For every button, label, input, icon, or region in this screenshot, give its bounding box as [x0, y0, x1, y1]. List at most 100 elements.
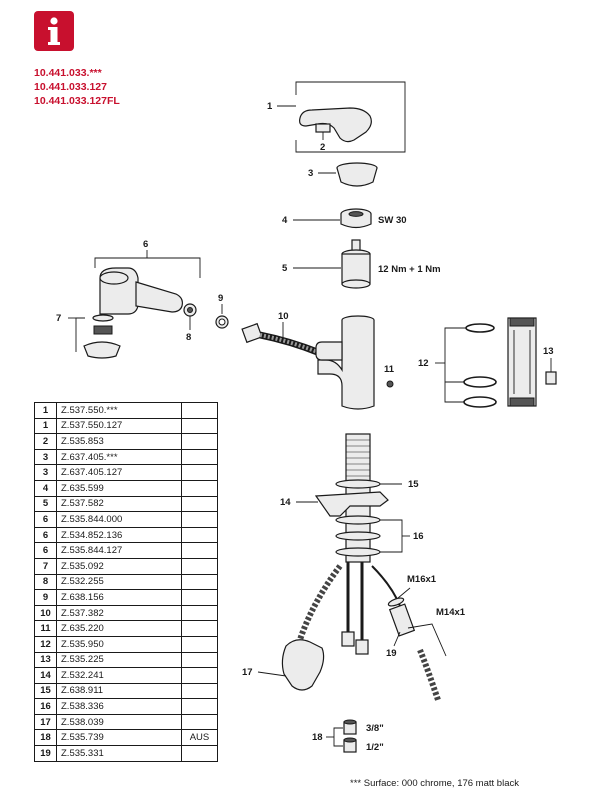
part-note-cell	[181, 635, 218, 653]
part-note-cell	[181, 620, 218, 637]
callout-17: 17	[242, 667, 253, 678]
spec-sw: SW 30	[378, 215, 407, 226]
part-note-cell	[181, 557, 218, 575]
part-num-cell: 11	[34, 620, 57, 637]
hose-weight	[281, 639, 325, 691]
o-ring-8	[183, 303, 197, 317]
part-note-cell	[181, 526, 218, 544]
part-num-cell: 9	[34, 589, 57, 606]
part-code-cell: Z.535.853	[56, 433, 182, 450]
part-code-cell: Z.532.241	[56, 667, 182, 684]
part-code-cell: Z.637.405.***	[56, 448, 182, 466]
part-num-cell: 1	[34, 402, 57, 419]
part-code-cell: Z.535.225	[56, 651, 182, 669]
info-icon	[34, 11, 74, 51]
callout-18: 18	[312, 732, 323, 743]
spec-m14: M14x1	[436, 607, 466, 618]
product-codes: 10.441.033.*** 10.441.033.127 10.441.033…	[34, 66, 120, 108]
part-note-cell	[181, 745, 218, 762]
callout-14: 14	[280, 497, 291, 508]
mounting-bracket	[314, 491, 389, 517]
callout-15: 15	[408, 479, 419, 490]
part-code-cell: Z.537.550.***	[56, 402, 182, 419]
callout-6: 6	[143, 239, 148, 250]
spec-three-eighths: 3/8"	[366, 723, 384, 734]
part-code-cell: Z.535.331	[56, 745, 182, 762]
part-num-cell: 3	[34, 464, 57, 481]
part-note-cell	[181, 448, 218, 466]
callout-11: 11	[384, 364, 395, 375]
part-note-cell	[181, 682, 218, 700]
gasket-15	[335, 479, 381, 489]
part-note-cell	[181, 402, 218, 419]
callout-16: 16	[413, 531, 424, 542]
part-num-cell: 3	[34, 448, 57, 466]
callout-1: 1	[267, 101, 273, 112]
part-code-cell: Z.537.550.127	[56, 417, 182, 435]
part-num-cell: 15	[34, 682, 57, 700]
part-code-cell: Z.535.950	[56, 635, 182, 653]
callout-8: 8	[186, 332, 191, 343]
part-code-cell: Z.637.405.127	[56, 464, 182, 481]
part-num-cell: 14	[34, 667, 57, 684]
surface-footnote: *** Surface: 000 chrome, 176 matt black	[350, 778, 519, 789]
part-note-cell	[181, 479, 218, 497]
part-code-cell: Z.635.599	[56, 479, 182, 497]
part-num-cell: 6	[34, 542, 57, 559]
shank-assembly	[507, 317, 537, 407]
washers-16	[335, 515, 381, 557]
callout-10: 10	[278, 311, 289, 322]
part-num-cell: 12	[34, 635, 57, 653]
part-num-cell: 18	[34, 729, 57, 747]
adapters-18	[343, 719, 357, 753]
o-rings-12	[463, 323, 497, 408]
product-code: 10.441.033.***	[34, 67, 102, 79]
grub-screw	[386, 380, 394, 388]
part-note-cell	[181, 573, 218, 591]
part-num-cell: 8	[34, 573, 57, 591]
callout-12: 12	[418, 358, 429, 369]
cartridge	[341, 239, 371, 289]
part-note-cell: AUS	[181, 729, 218, 747]
part-num-cell: 6	[34, 511, 57, 528]
part-num-cell: 6	[34, 526, 57, 544]
spray-head	[99, 267, 183, 315]
part-num-cell: 2	[34, 433, 57, 450]
part-note-cell	[181, 589, 218, 606]
aerator-set	[83, 314, 121, 359]
clip-13	[545, 371, 557, 385]
part-note-cell	[181, 417, 218, 435]
spec-m16: M16x1	[407, 574, 437, 585]
callout-5: 5	[282, 263, 288, 274]
part-num-cell: 13	[34, 651, 57, 669]
part-code-cell: Z.532.255	[56, 573, 182, 591]
callout-4: 4	[282, 215, 288, 226]
spec-torque: 12 Nm + 1 Nm	[378, 264, 441, 275]
cover-cap	[336, 162, 378, 187]
part-note-cell	[181, 495, 218, 513]
pull-out-hose	[241, 322, 322, 357]
part-note-cell	[181, 667, 218, 684]
part-note-cell	[181, 698, 218, 715]
callout-13: 13	[543, 346, 554, 357]
part-code-cell: Z.538.039	[56, 713, 182, 731]
part-num-cell: 19	[34, 745, 57, 762]
